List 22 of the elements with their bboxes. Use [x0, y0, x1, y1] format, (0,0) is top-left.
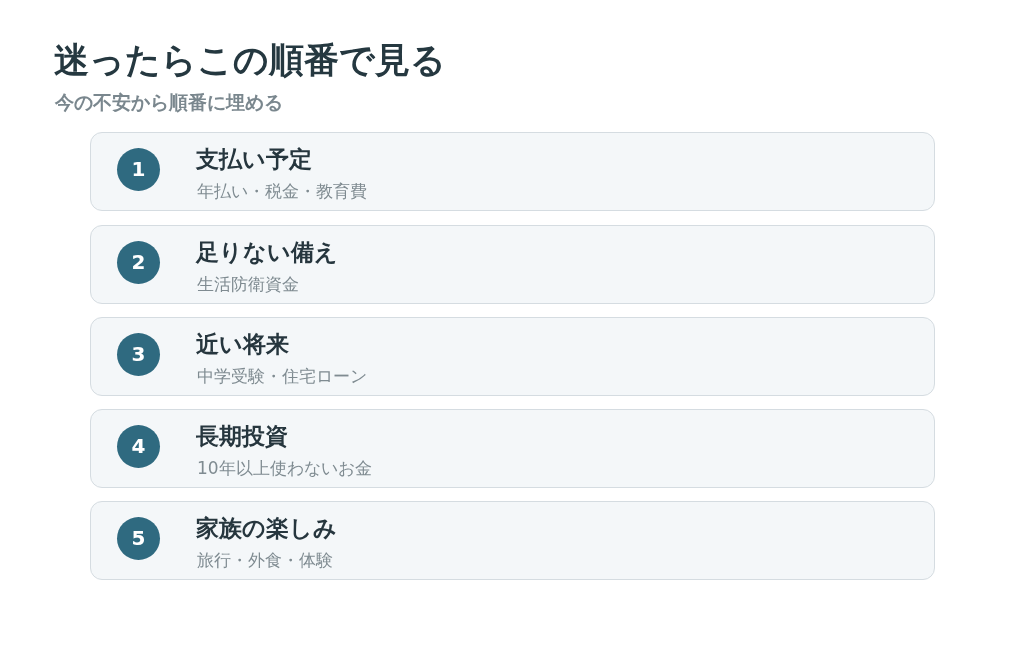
step-card: [90, 501, 935, 580]
step-description: 中学受験・住宅ローン: [197, 365, 367, 387]
step-description: 年払い・税金・教育費: [197, 180, 367, 202]
number-badge: 2: [117, 241, 160, 284]
step-heading: 家族の楽しみ: [196, 514, 337, 542]
number-badge: 5: [117, 517, 160, 560]
number-badge: 3: [117, 333, 160, 376]
subtitle: 今の不安から順番に埋める: [55, 90, 283, 114]
step-card: [90, 132, 935, 211]
step-description: 生活防衛資金: [197, 273, 299, 295]
title: 迷ったらこの順番で見る: [54, 39, 446, 82]
step-heading: 支払い予定: [196, 145, 312, 173]
step-card: [90, 409, 935, 488]
step-card: [90, 225, 935, 304]
number-badge: 4: [117, 425, 160, 468]
number-badge: 1: [117, 148, 160, 191]
step-heading: 長期投資: [196, 422, 288, 450]
step-card: [90, 317, 935, 396]
step-description: 旅行・外食・体験: [197, 549, 333, 571]
step-heading: 近い将来: [196, 330, 289, 358]
step-heading: 足りない備え: [196, 238, 338, 266]
step-description: 10年以上使わないお金: [197, 457, 372, 479]
